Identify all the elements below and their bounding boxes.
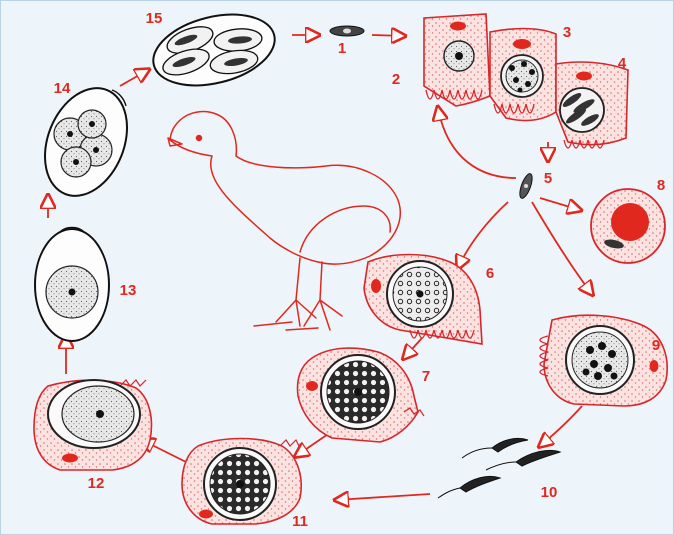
stage-13-oocyst: [35, 228, 109, 342]
stage-2-label: 2: [392, 71, 400, 88]
stage-7-label: 7: [422, 368, 430, 385]
stage-9-label: 9: [652, 337, 660, 354]
stage-11-cell: [182, 439, 301, 525]
stage-13-label: 13: [120, 282, 137, 299]
stage-9-cell: [540, 315, 667, 406]
stage-4-epithelial-cell: [556, 62, 628, 148]
stage-7-cell: [298, 348, 424, 442]
stage-14-oocyst: [30, 76, 142, 208]
stage-11-label: 11: [292, 513, 308, 530]
stage-4-label: 4: [618, 55, 627, 72]
stage-1-sporozoite: [330, 26, 364, 36]
stage-6-label: 6: [486, 265, 494, 282]
stage-5-merozoite: [517, 172, 534, 200]
stage-10-label: 10: [541, 484, 558, 501]
stage-14-label: 14: [54, 80, 71, 97]
stage-15-label: 15: [146, 10, 163, 27]
stage-2-epithelial-cell: [424, 14, 490, 106]
stage-12-cell: [34, 380, 151, 470]
stage-5-label: 5: [544, 170, 552, 187]
stage-1-label: 1: [338, 40, 346, 57]
stage-15-oocyst: [146, 3, 282, 97]
stage-6-cell: [364, 255, 482, 345]
stage-12-label: 12: [88, 475, 105, 492]
stage-8-label: 8: [657, 177, 665, 194]
stage-3-epithelial-cell: [490, 29, 556, 121]
stage-3-label: 3: [563, 24, 571, 41]
stage-8-cell: [591, 189, 665, 263]
